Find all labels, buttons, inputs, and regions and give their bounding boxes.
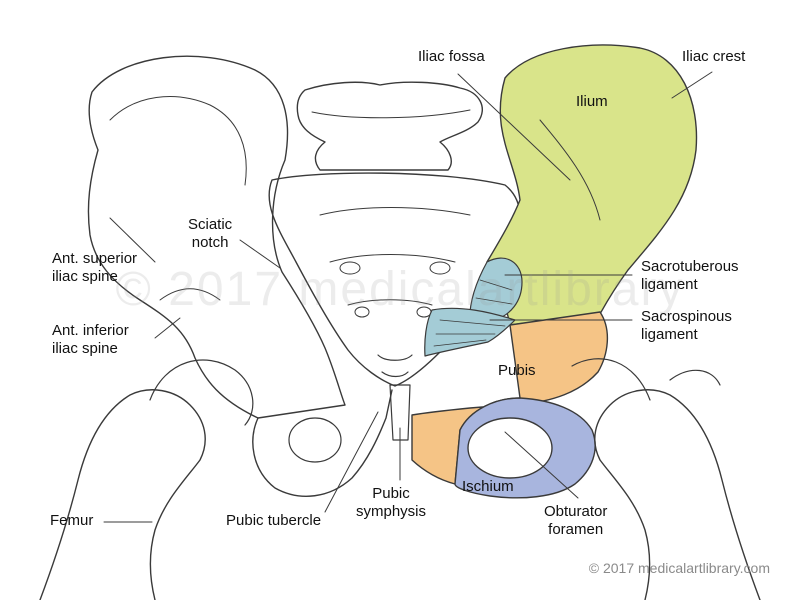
label-sacrospinous-ligament: Sacrospinous ligament <box>641 308 732 343</box>
label-iliac-fossa: Iliac fossa <box>418 48 485 65</box>
left-wing-inner-line-2 <box>159 288 221 301</box>
lumbar-vertebra <box>296 81 483 171</box>
left-femur <box>39 389 206 600</box>
left-obturator-foramen <box>288 417 342 463</box>
copyright-text: © 2017 medicalartlibrary.com <box>588 560 770 576</box>
leader-ant-superior-iliac-spine <box>109 217 156 263</box>
obturator-foramen-shape <box>467 417 553 479</box>
label-sciatic-notch: Sciatic notch <box>188 216 233 251</box>
sacrum-ridge-1 <box>319 207 471 216</box>
leader-iliac-fossa <box>457 73 571 181</box>
label-sacrotuberous-ligament: Sacrotuberous ligament <box>641 258 739 293</box>
label-pubis: Pubis <box>498 362 536 379</box>
label-ant-inferior-iliac-spine: Ant. inferior iliac spine <box>52 322 129 357</box>
left-pubic-ring <box>252 389 393 497</box>
sacral-foramen-4 <box>416 306 432 318</box>
left-iliac-wing <box>87 55 346 419</box>
label-femur: Femur <box>50 512 94 529</box>
ligament-fibers <box>433 279 513 347</box>
label-ant-superior-iliac-spine: Ant. superior iliac spine <box>52 250 138 285</box>
leader-iliac-crest <box>671 71 713 99</box>
leader-sciatic-notch <box>239 239 281 269</box>
sacrospinous-ligament-shape <box>424 307 516 357</box>
right-greater-trochanter <box>669 369 721 386</box>
leader-pubic-tubercle <box>324 411 379 513</box>
coccyx <box>377 354 413 378</box>
sacral-foramen-2 <box>429 261 451 275</box>
label-obturator-foramen: Obturator foramen <box>544 503 608 538</box>
right-femur-head <box>571 358 651 401</box>
right-femur <box>594 389 761 600</box>
vertebra-disc-line <box>311 109 471 119</box>
label-ilium: Ilium <box>576 93 608 110</box>
label-pubic-symphysis: Pubic symphysis <box>356 485 427 520</box>
sacral-foramen-3 <box>354 306 370 318</box>
leader-ant-inferior-iliac-spine <box>154 317 181 339</box>
pubic-symphysis-shape <box>389 384 411 441</box>
leader-obturator-foramen <box>504 431 579 499</box>
label-ischium: Ischium <box>462 478 514 495</box>
ilium-shading-line <box>539 119 601 221</box>
left-femur-head <box>149 359 254 426</box>
sacrum-ridge-3 <box>347 299 433 306</box>
label-iliac-crest: Iliac crest <box>682 48 746 65</box>
left-wing-inner-line <box>109 96 247 186</box>
ilium-region <box>486 44 698 326</box>
sacrum-ridge-2 <box>329 254 456 263</box>
label-pubic-tubercle: Pubic tubercle <box>226 512 322 529</box>
sacral-foramen-1 <box>339 261 361 275</box>
